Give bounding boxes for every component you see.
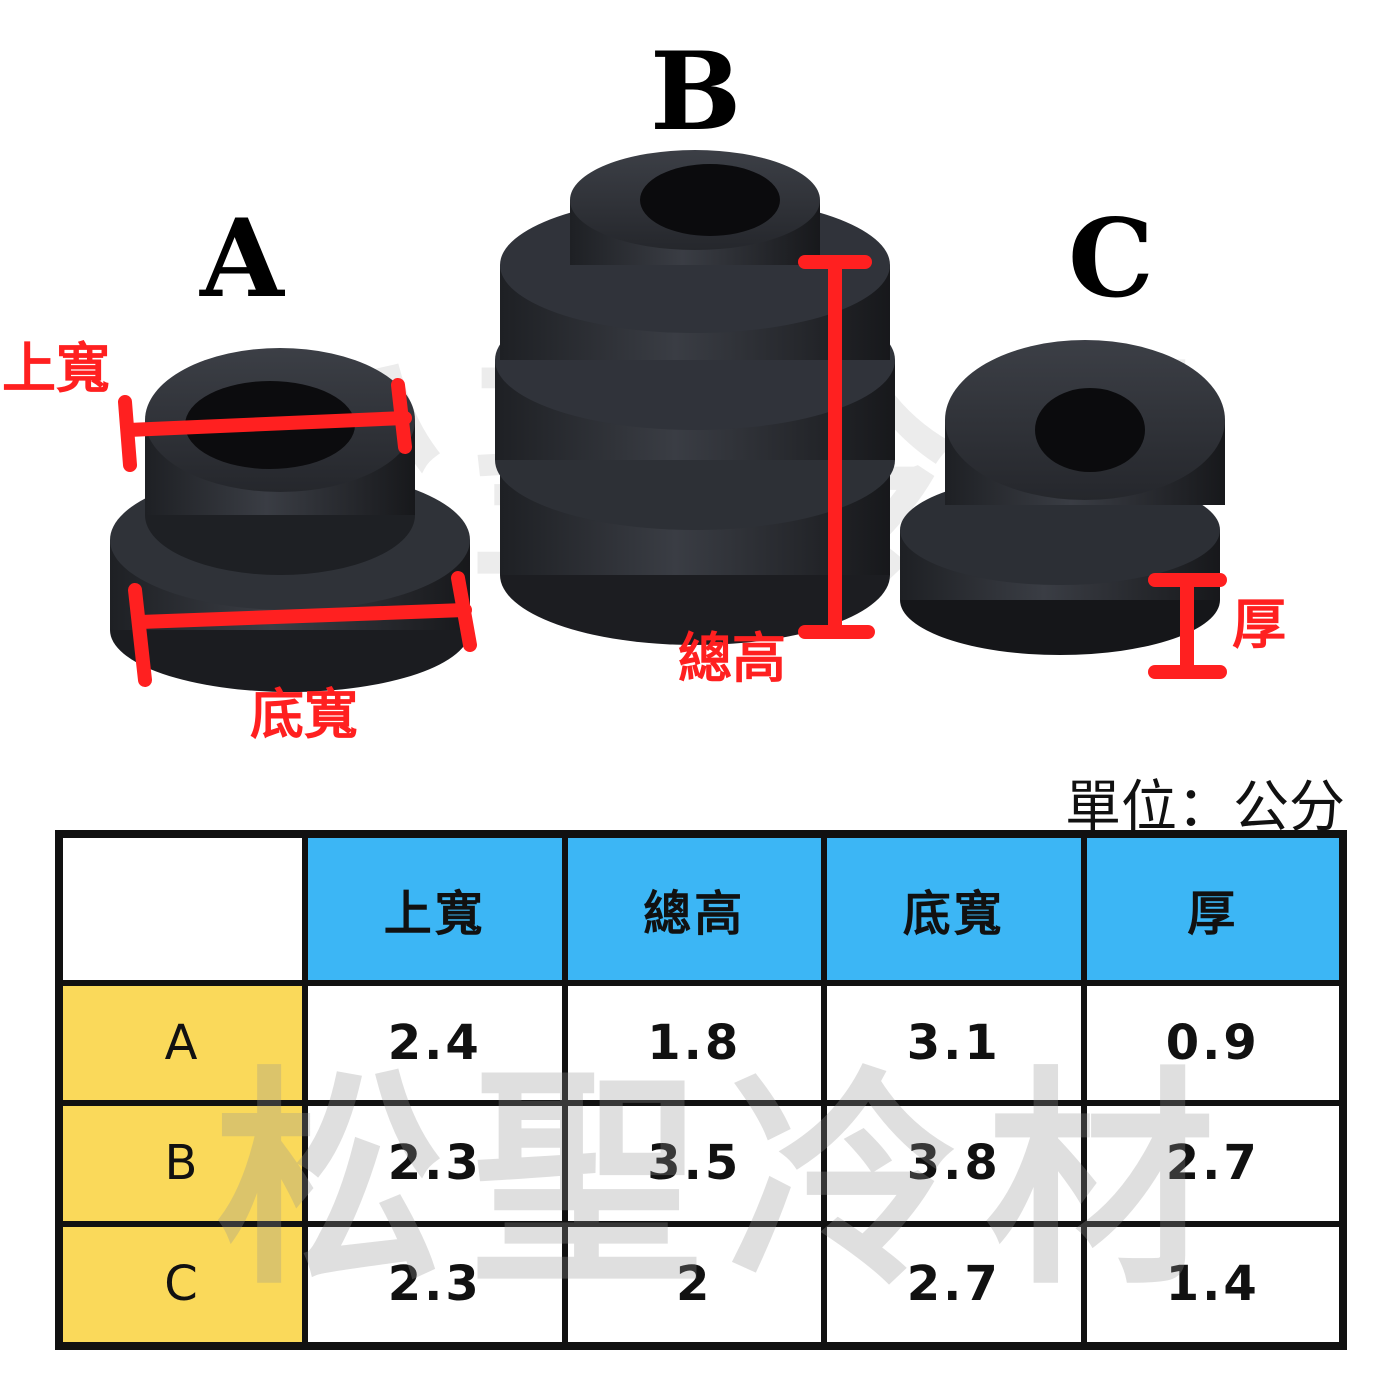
table-cell: 2.3 <box>302 1100 568 1227</box>
table-cell: 1.4 <box>1080 1220 1346 1350</box>
table-cell: 2.7 <box>1080 1100 1346 1227</box>
table-cell: 2.7 <box>821 1220 1087 1350</box>
label-top-width: 上寬 <box>2 337 110 400</box>
label-total-height: 總高 <box>678 627 786 690</box>
table-header-row: 上寬 總高 底寬 厚 <box>56 831 1346 986</box>
part-b-image <box>495 150 895 645</box>
header-thickness: 厚 <box>1080 831 1346 986</box>
table-cell: 3.8 <box>821 1100 1087 1227</box>
table-row: A 2.4 1.8 3.1 0.9 <box>56 979 1346 1107</box>
part-c-letter: C <box>1068 196 1154 322</box>
header-total-height: 總高 <box>561 831 827 986</box>
part-b-letter: B <box>650 29 742 155</box>
table-corner-cell <box>56 831 308 986</box>
table-row: B 2.3 3.5 3.8 2.7 <box>56 1100 1346 1227</box>
header-top-width: 上寬 <box>302 831 568 986</box>
dimension-markers <box>118 255 1227 687</box>
header-bottom-width: 底寬 <box>821 831 1087 986</box>
table-cell: 0.9 <box>1080 979 1346 1107</box>
table-cell: 2.3 <box>302 1220 568 1350</box>
table-cell: 1.8 <box>561 979 827 1107</box>
unit-label: 單位：公分 <box>1065 775 1345 840</box>
row-label: C <box>56 1220 308 1350</box>
row-label: B <box>56 1100 308 1227</box>
table-cell: 3.5 <box>561 1100 827 1227</box>
label-thickness: 厚 <box>1232 593 1286 656</box>
part-a-letter: A <box>200 196 284 322</box>
row-label: A <box>56 979 308 1107</box>
label-bottom-width: 底寬 <box>250 683 358 746</box>
product-illustration <box>110 150 1227 692</box>
table-cell: 2.4 <box>302 979 568 1107</box>
table-cell: 2 <box>561 1220 827 1350</box>
table-row: C 2.3 2 2.7 1.4 <box>56 1220 1346 1350</box>
table-cell: 3.1 <box>821 979 1087 1107</box>
part-c-image <box>900 340 1225 655</box>
part-a-image <box>110 348 470 692</box>
dimensions-table: 上寬 總高 底寬 厚 A 2.4 1.8 3.1 0.9 B 2.3 3.5 3… <box>55 830 1347 1350</box>
